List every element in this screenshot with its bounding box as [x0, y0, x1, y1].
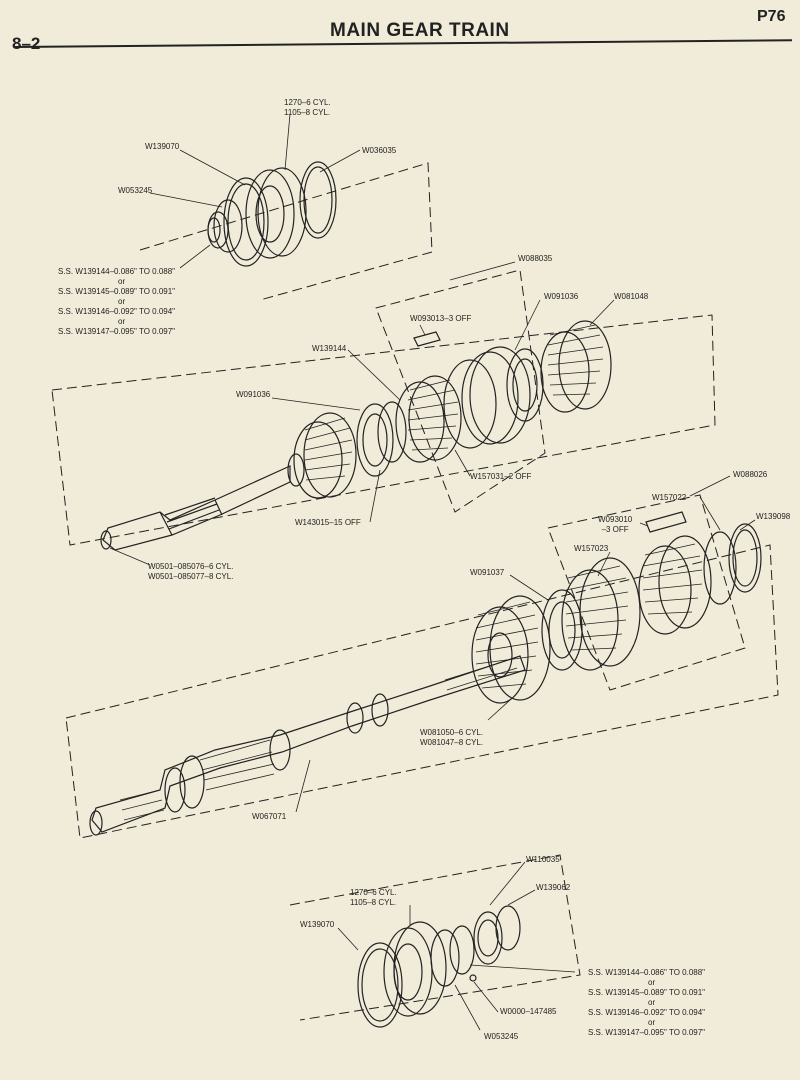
synchro-frame [375, 269, 546, 513]
input-shaft [102, 465, 291, 551]
label-w139070-bottom: W139070 [300, 920, 335, 929]
label-w053245-bottom: W053245 [484, 1032, 519, 1041]
bottom-bearing-frame [289, 854, 581, 1021]
label-w088035: W088035 [518, 254, 553, 263]
synchro-hub-2 [658, 535, 712, 629]
main-shaft-group [89, 511, 762, 836]
main-shaft [91, 655, 526, 833]
label-top-ss-list: S.S. W139144–0.086" TO 0.088" or S.S. W1… [58, 267, 176, 336]
bearing-rollers-w143015 [377, 401, 407, 463]
label-w093013: W093013–3 OFF [410, 314, 472, 323]
leader-lines [109, 113, 756, 1031]
label-w093010: W093010 –3 OFF [598, 515, 633, 534]
label-bottom-ss-list: S.S. W139144–0.086" TO 0.088" or S.S. W1… [588, 968, 706, 1037]
page-id: P76 [757, 8, 786, 25]
snap-ring-w157022 [703, 531, 737, 605]
page-title: MAIN GEAR TRAIN [330, 20, 510, 41]
label-w081048: W081048 [614, 292, 649, 301]
label-w139144: W139144 [312, 344, 347, 353]
label-w088026: W088026 [733, 470, 768, 479]
label-w157022: W157022 [652, 493, 687, 502]
label-w081050: W081050–6 CYL. W081047–8 CYL. [420, 728, 484, 747]
snap-ring-w139098 [728, 523, 762, 593]
ball-w0000 [469, 974, 477, 982]
label-w0000: W0000–147485 [500, 1007, 557, 1016]
snap-ring-w036035 [299, 161, 337, 239]
top-bearing-group [207, 161, 337, 267]
synchro-ring-b [506, 348, 544, 422]
label-w139062: W139062 [536, 883, 571, 892]
washer-w110035 [473, 911, 503, 965]
label-w091037: W091037 [470, 568, 505, 577]
gear-w081048 [558, 320, 612, 410]
label-w067071: W067071 [252, 812, 287, 821]
label-w0501: W0501–085076–6 CYL. W0501–085077–8 CYL. [148, 562, 234, 581]
label-w139070-top: W139070 [145, 142, 180, 151]
input-shaft-frame [51, 314, 716, 546]
label-w053245-top: W053245 [118, 186, 153, 195]
snap-ring-w139062 [495, 905, 521, 951]
label-w110035: W110035 [526, 855, 560, 864]
section-number: 8–2 [12, 34, 41, 53]
label-w091036-b: W091036 [236, 390, 271, 399]
gear-w081050 [489, 595, 551, 701]
top-bearing-frame [139, 162, 433, 301]
bearing-bottom [393, 921, 447, 1015]
label-w157031: W157031–2 OFF [470, 472, 532, 481]
label-w157023: W157023 [574, 544, 609, 553]
synchro-hub [408, 375, 462, 461]
key-w093013 [413, 331, 441, 347]
snap-ring-w139070-bottom [357, 942, 403, 1028]
label-w143015: W143015–15 OFF [295, 518, 361, 527]
main-shaft-tail [89, 810, 103, 836]
bearing-top-outer [257, 167, 307, 257]
input-gear-w091036 [303, 412, 357, 498]
key-w093010 [645, 511, 687, 533]
label-w036035: W036035 [362, 146, 397, 155]
synchro-ring-a [356, 403, 394, 477]
washer-w053245-top [213, 199, 243, 253]
label-w139098: W139098 [756, 512, 791, 521]
input-shaft-group [100, 320, 612, 551]
label-w091036-a: W091036 [544, 292, 579, 301]
label-top-bearing: 1270–6 CYL. 1105–8 CYL. [284, 98, 331, 117]
synchro-sleeve-w157023 [579, 557, 641, 667]
label-bottom-bearing: 1270–6 CYL. 1105–8 CYL. [350, 888, 397, 907]
bottom-bearing-group [357, 905, 521, 1028]
input-shaft-nose [100, 530, 112, 550]
synchro2-frame [547, 494, 746, 691]
snap-ring-w139070-top [223, 177, 269, 267]
synchro-sleeve [469, 346, 531, 444]
main-shaft-frame [65, 544, 779, 839]
